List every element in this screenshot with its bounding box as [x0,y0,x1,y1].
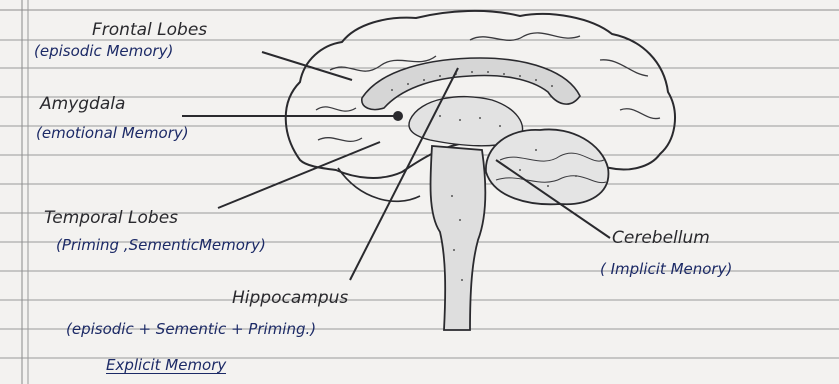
temporal-lobes-label: Temporal Lobes [44,210,178,227]
cerebellum-memory-label: ( Implicit Menory) [600,262,732,277]
frontal-lobes-label: Frontal Lobes [92,22,207,39]
temporal-memory-label: (Priming ,SementicMemory) [56,238,266,253]
frontal-memory-label: (episodic Memory) [34,44,173,59]
brainstem [430,146,485,330]
amygdala-label: Amygdala [40,96,125,113]
frontal-leader [262,52,352,80]
explicit-memory-note: Explicit Memory [106,358,226,374]
temporal-leader [218,142,380,208]
cerebellum-label: Cerebellum [612,230,710,247]
amygdala-memory-label: (emotional Memory) [36,126,189,141]
hippocampus-memory-label: (episodic + Sementic + Priming.) [66,322,316,337]
hippocampus-label: Hippocampus [232,290,348,307]
